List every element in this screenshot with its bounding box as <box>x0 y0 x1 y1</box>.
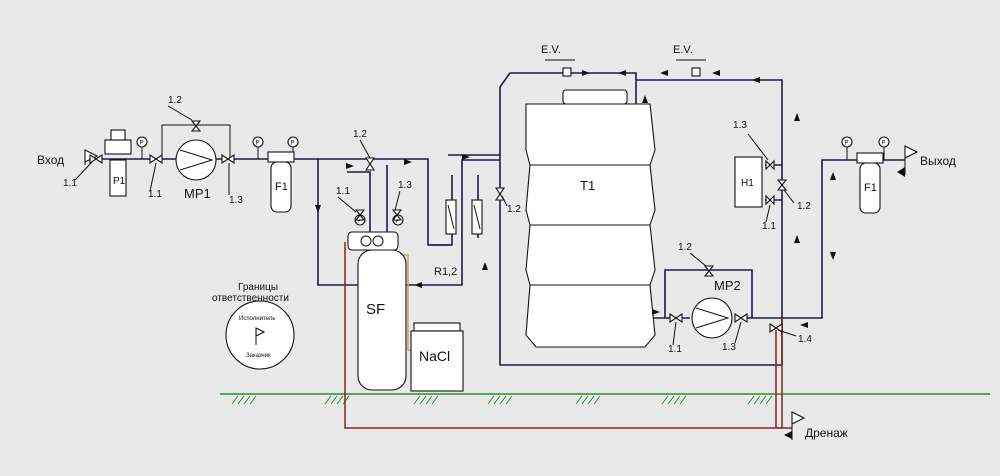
drain-label: Дренаж <box>805 426 848 440</box>
outlet-1-4-label: 1.4 <box>798 334 812 345</box>
pressure-gauge-symbol: P <box>140 141 144 147</box>
responsibility-boundary: Границы ответственности Исполнитель Зака… <box>212 282 295 370</box>
h1-label: H1 <box>741 178 754 189</box>
nacl-label: NaCl <box>419 348 450 364</box>
h1-1-2-label: 1.2 <box>797 201 811 212</box>
valve-outlet-1-4: 1.4 <box>769 322 812 345</box>
mp2-discharge-1-3-label: 1.3 <box>722 342 736 353</box>
pressure-gauge-symbol: P <box>358 219 362 225</box>
f1-in-label: F1 <box>275 181 288 193</box>
t1-label: T1 <box>580 178 595 193</box>
mp2-suction-1-1-label: 1.1 <box>668 344 682 355</box>
inlet-label: Вход <box>37 153 64 167</box>
t1-inlet-1-2-label: 1.2 <box>507 204 521 215</box>
sf-1-3-label: 1.3 <box>398 180 412 191</box>
pump-mp2: MP2 1.2 1.1 1.3 <box>668 242 748 355</box>
pressure-gauge-symbol: P <box>845 141 849 147</box>
inlet-1-1-label: 1.1 <box>63 178 77 189</box>
mp1-discharge-1-3-label: 1.3 <box>229 195 243 206</box>
softener-valves: 1.2 1.1 1.3 <box>336 129 412 221</box>
drain-lines <box>344 242 792 429</box>
ev-left-label: E.V. <box>541 44 561 56</box>
boundary-top-label: Исполнитель <box>239 316 275 322</box>
sf-1-1-label: 1.1 <box>336 186 350 197</box>
rotameters-r12: R1,2 <box>434 199 483 278</box>
pressure-gauge-symbol: P <box>291 141 295 147</box>
h1-1-1-label: 1.1 <box>762 221 776 232</box>
mp1-suction-1-1-label: 1.1 <box>148 189 162 200</box>
softener-sf: SF <box>347 231 407 391</box>
sf-label: SF <box>366 301 385 318</box>
h1-1-3-label: 1.3 <box>733 120 747 131</box>
r12-label: R1,2 <box>434 266 457 278</box>
tank-t1: T1 <box>525 89 656 348</box>
heater-h1: H1 1.3 1.2 1.1 <box>733 120 811 232</box>
f1-out-label: F1 <box>864 182 877 194</box>
pressure-gauge-symbol: P <box>396 219 400 225</box>
flow-arrows <box>315 70 836 328</box>
valve-inlet-1-1: 1.1 <box>63 153 103 189</box>
sf-1-2-label: 1.2 <box>353 129 367 140</box>
brine-tank-nacl: NaCl <box>410 322 464 392</box>
drain-flag: Дренаж <box>784 411 848 440</box>
boundary-title-line2-label: ответственности <box>212 293 289 304</box>
pressure-gauges: P P P P P P P <box>136 136 890 226</box>
inlet-flag: Вход <box>37 149 99 167</box>
p1-label: P1 <box>113 176 126 187</box>
prefilter-p1: P1 <box>104 129 132 197</box>
ev-right-label: E.V. <box>673 44 693 56</box>
mp2-bypass-1-2-label: 1.2 <box>678 242 692 253</box>
filter-f1-outlet: F1 <box>856 152 884 214</box>
boundary-title-line1-label: Границы <box>238 282 278 293</box>
pump-mp1: MP1 1.2 1.1 1.3 <box>148 95 243 206</box>
outlet-flag: Выход <box>897 145 956 177</box>
mp2-label: MP2 <box>714 278 741 293</box>
outlet-label: Выход <box>920 154 956 168</box>
boundary-bottom-label: Заказчик <box>246 353 271 359</box>
process-pipes <box>95 72 905 366</box>
electric-valves: E.V. E.V. <box>541 44 706 77</box>
mp1-bypass-1-2-label: 1.2 <box>168 95 182 106</box>
pressure-gauge-symbol: P <box>256 141 260 147</box>
filter-f1-inlet: F1 <box>267 151 295 213</box>
mp1-label: MP1 <box>184 186 211 201</box>
pressure-gauge-symbol: P <box>882 141 886 147</box>
valve-tank-inlet-1-2: 1.2 <box>494 187 521 215</box>
ground <box>220 393 990 405</box>
